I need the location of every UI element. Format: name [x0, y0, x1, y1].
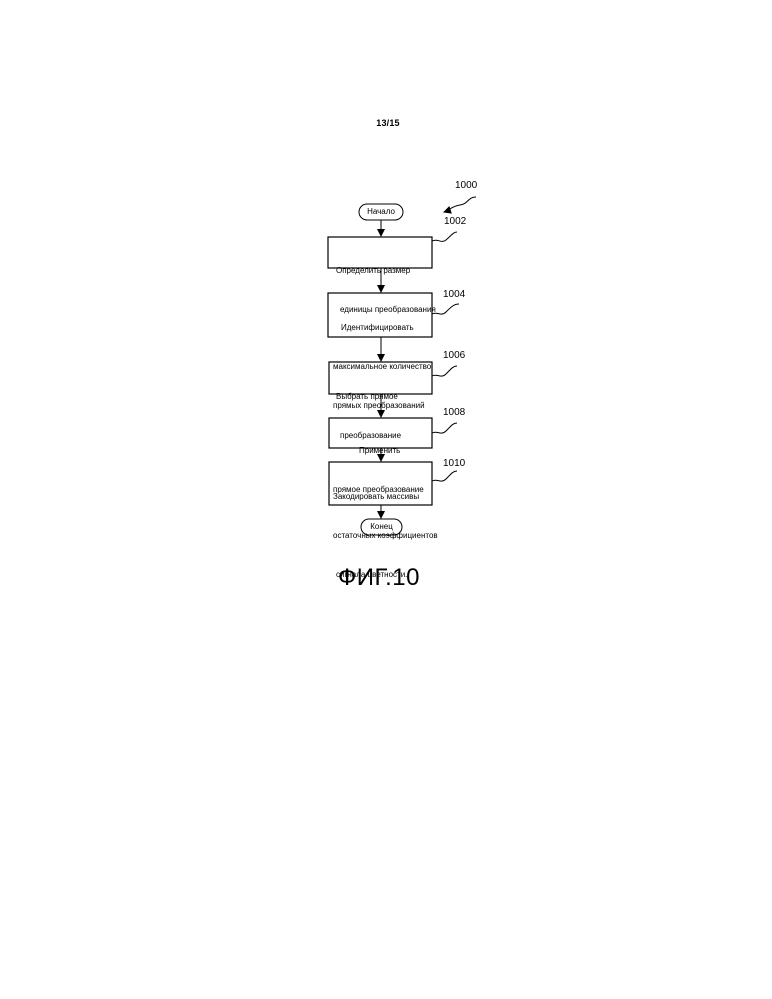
ref-1008: 1008	[443, 407, 465, 418]
leader-1008	[432, 423, 457, 433]
figure-caption: ФИГ.10	[300, 564, 458, 592]
ref-1004: 1004	[443, 289, 465, 300]
step-1002-line-1: Определить размер	[336, 264, 436, 277]
start-label: Начало	[359, 204, 403, 220]
leader-1006	[432, 366, 457, 376]
step-1004-line-1: Идентифицировать	[333, 321, 431, 334]
step-1006-line-1: Выбрать прямое	[336, 390, 401, 403]
step-1010-line-2: остаточных коэффициентов	[333, 529, 438, 542]
leader-1000	[444, 197, 476, 212]
ref-1000: 1000	[455, 180, 477, 191]
ref-1006: 1006	[443, 350, 465, 361]
step-1008-line-1: Применить	[333, 444, 424, 457]
leader-1004	[432, 304, 459, 314]
ref-1002: 1002	[444, 216, 466, 227]
ref-1010: 1010	[443, 458, 465, 469]
step-1010-line-1: Закодировать массивы	[333, 490, 438, 503]
